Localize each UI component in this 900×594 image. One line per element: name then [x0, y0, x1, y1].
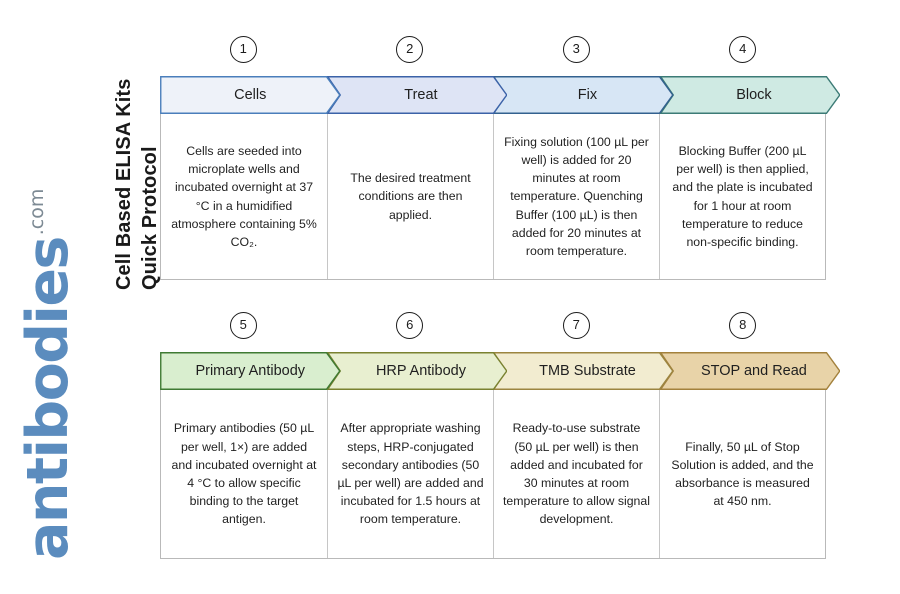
step-description-text: Cells are seeded into microplate wells a… — [171, 143, 317, 249]
step-description-cell-5: Primary antibodies (50 µL per well, 1×) … — [161, 390, 327, 558]
description-band-1: Cells are seeded into microplate wells a… — [160, 114, 826, 280]
chevron-shape — [160, 352, 341, 390]
protocol-row-2: 5 6 7 8 Primary Antibody HRP Antibody TMB Sub… — [160, 312, 840, 559]
step-number-6: 6 — [396, 312, 424, 339]
step-chevron-7[interactable]: TMB Substrate — [493, 352, 674, 390]
step-number-1: 1 — [229, 36, 257, 63]
step-chevron-5[interactable]: Primary Antibody — [160, 352, 341, 390]
step-number-4: 4 — [729, 36, 757, 63]
step-description-cell-2: The desired treatment conditions are the… — [327, 114, 493, 279]
brand-watermark: antibodies.com — [0, 189, 150, 590]
step-number-7: 7 — [562, 312, 590, 339]
step-label-6: HRP Antibody — [375, 363, 466, 379]
step-number-group-2: 5 6 7 8 — [160, 312, 826, 352]
step-description-cell-7: Ready-to-use substrate (50 µL per well) … — [493, 390, 659, 558]
step-description-text: After appropriate washing steps, HRP-con… — [337, 421, 484, 527]
step-description-text: Ready-to-use substrate (50 µL per well) … — [503, 421, 650, 527]
step-description-cell-3: Fixing solution (100 µL per well) is add… — [493, 114, 659, 279]
page-title-line-1: Cell Based ELISA Kits — [113, 78, 135, 290]
step-label-5: Primary Antibody — [195, 363, 306, 379]
brand-name: antibodies — [15, 237, 81, 560]
step-label-3: Fix — [577, 87, 598, 103]
step-description-text: The desired treatment conditions are the… — [350, 171, 471, 222]
step-label-2: Treat — [404, 87, 438, 103]
step-chevron-8[interactable]: STOP and Read — [659, 352, 840, 390]
chevron-band-1: Cells Treat Fix Block — [160, 76, 840, 114]
step-description-cell-1: Cells are seeded into microplate wells a… — [161, 114, 327, 279]
chevron-band-2: Primary Antibody HRP Antibody TMB Substrat… — [160, 352, 840, 390]
step-chevron-3[interactable]: Fix — [493, 76, 674, 114]
step-number-5: 5 — [229, 312, 257, 339]
step-description-cell-8: Finally, 50 µL of Stop Solution is added… — [659, 390, 825, 558]
step-description-text: Primary antibodies (50 µL per well, 1×) … — [171, 421, 317, 527]
step-chevron-6[interactable]: HRP Antibody — [326, 352, 507, 390]
step-label-7: TMB Substrate — [539, 363, 636, 379]
step-description-cell-6: After appropriate washing steps, HRP-con… — [327, 390, 493, 558]
step-description-text: Blocking Buffer (200 µL per well) is the… — [672, 143, 813, 249]
step-chevron-2[interactable]: Treat — [326, 76, 507, 114]
step-number-3: 3 — [562, 36, 590, 63]
step-chevron-4[interactable]: Block — [659, 76, 840, 114]
step-chevron-1[interactable]: Cells — [160, 76, 341, 114]
chevron-shape — [160, 76, 341, 114]
step-description-text: Finally, 50 µL of Stop Solution is added… — [671, 439, 814, 509]
description-band-2: Primary antibodies (50 µL per well, 1×) … — [160, 390, 826, 559]
step-description-cell-4: Blocking Buffer (200 µL per well) is the… — [659, 114, 825, 279]
step-label-8: STOP and Read — [701, 363, 807, 379]
protocol-row-1: 1 2 3 4 Cells Treat Fix Block Cells are seeded… — [160, 36, 840, 280]
step-number-group-1: 1 2 3 4 — [160, 36, 826, 76]
step-label-4: Block — [736, 87, 772, 103]
brand-tld: .com — [26, 188, 48, 236]
step-label-1: Cells — [234, 87, 267, 103]
step-number-8: 8 — [729, 312, 757, 339]
step-description-text: Fixing solution (100 µL per well) is add… — [504, 134, 649, 258]
step-number-2: 2 — [396, 36, 424, 63]
